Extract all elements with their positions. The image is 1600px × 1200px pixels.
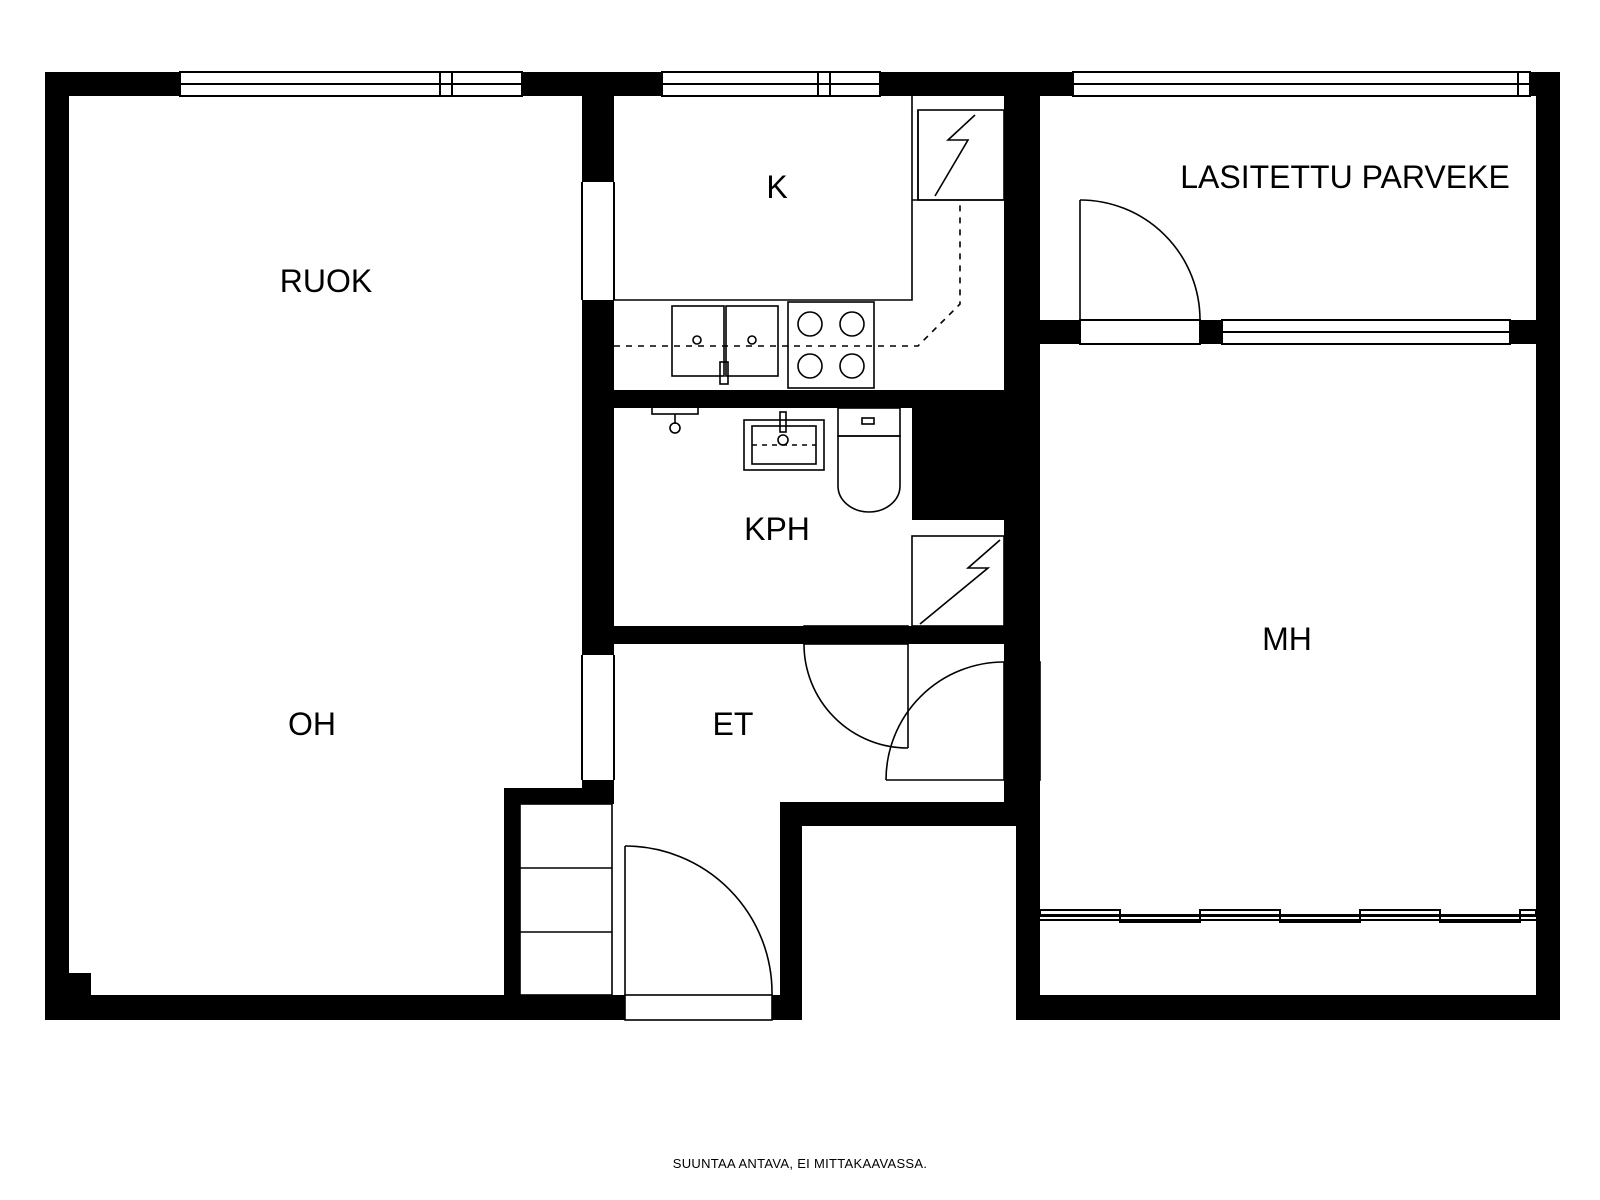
wall-center-lower (1016, 800, 1040, 1020)
room-label-et: ET (713, 706, 754, 742)
wall-corner-notch (45, 973, 91, 1003)
door-entrance-swing (624, 845, 773, 996)
stove (787, 301, 875, 389)
doors (519, 199, 1201, 1021)
wall-top-2 (522, 72, 662, 96)
wall-closet-top (504, 788, 614, 804)
wall-top-3 (880, 72, 1073, 96)
room-label-oh: OH (288, 706, 336, 742)
burner-icon (797, 311, 823, 337)
room-label-k: K (766, 169, 787, 205)
door-kph-swing (803, 643, 909, 749)
toilet-tank (837, 407, 901, 437)
shaft-block (912, 408, 1004, 520)
wall-left (45, 72, 69, 1020)
wall-et-notch (780, 802, 802, 1020)
door-mh-threshold (1003, 661, 1041, 781)
room-label-balcony: LASITETTU PARVEKE (1180, 159, 1510, 195)
toilet-bowl (837, 435, 901, 513)
washbasin (743, 419, 825, 471)
wall-oh-k-mid (582, 300, 614, 655)
disclaimer-note: SUUNTAA ANTAVA, EI MITTAKAAVASSA. (673, 1156, 928, 1171)
wall-right (1536, 72, 1560, 1020)
wall-oh-k-upper (582, 96, 614, 182)
balcony-door-threshold (1079, 319, 1201, 345)
wall-bottom-1 (45, 995, 625, 1020)
wall-balcony-bottom-1 (1040, 320, 1080, 344)
room-labels: RUOK K LASITETTU PARVEKE KPH MH OH ET (280, 159, 1510, 742)
walls (45, 72, 1560, 1020)
wall-k-kph (614, 390, 1004, 408)
wall-mh-bottom (1016, 995, 1560, 1020)
kitchen-sink (671, 305, 725, 377)
kitchen-fixtures (614, 96, 1005, 389)
wall-kph-et (614, 626, 1004, 644)
door-balcony-swing (1079, 199, 1201, 321)
fridge (917, 109, 1005, 201)
wall-closet-left (504, 788, 520, 1020)
windows (179, 71, 1537, 923)
room-label-mh: MH (1262, 621, 1312, 657)
closet (519, 803, 613, 996)
door-kph-threshold (803, 625, 909, 645)
bathroom-fixtures (651, 405, 1005, 627)
door-mh-swing (885, 661, 1005, 781)
bath-shaft (911, 535, 1005, 627)
wall-et-bottom (780, 802, 1016, 826)
room-label-ruok: RUOK (280, 263, 372, 299)
door-entrance-threshold (624, 994, 773, 1021)
wall-mh-left (1016, 344, 1040, 799)
room-label-kph: KPH (744, 511, 810, 547)
